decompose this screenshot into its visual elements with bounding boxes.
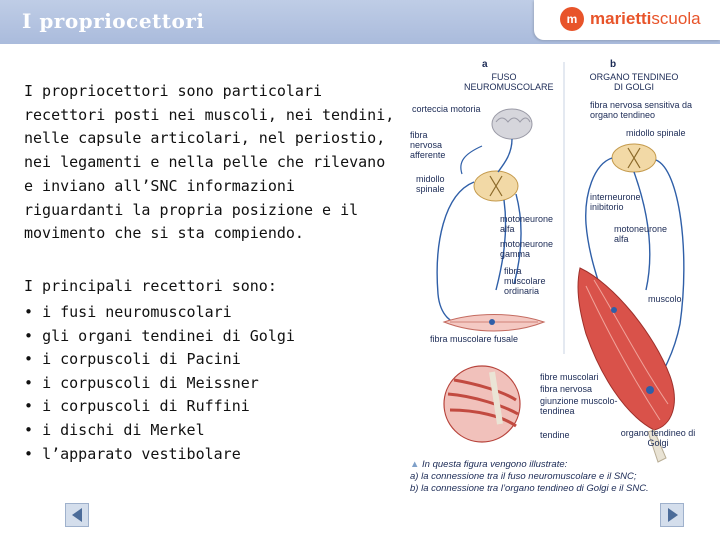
list-item: i corpuscoli di Meissner <box>24 372 295 396</box>
label-tendine: tendine <box>540 430 570 440</box>
muscle-detail-drawing <box>443 365 521 443</box>
label-fibra-fusale: fibra muscolare fusale <box>430 334 519 344</box>
previous-slide-button[interactable] <box>65 503 89 527</box>
label-fibre-muscolari: fibre muscolari <box>540 372 599 382</box>
label-giunzione: giunzione muscolo-tendinea <box>540 396 618 416</box>
intro-paragraph: I propriocettori sono particolari recett… <box>24 82 395 243</box>
panel-b-letter: b <box>610 59 617 70</box>
list-item: i corpuscoli di Pacini <box>24 348 295 372</box>
list-item: i corpuscoli di Ruffini <box>24 395 295 419</box>
logo-name-bold: marietti <box>590 9 652 28</box>
next-slide-button[interactable] <box>660 503 684 527</box>
list-item: i dischi di Merkel <box>24 419 295 443</box>
caption-line-3: b) la connessione tra l’organo tendineo … <box>410 483 649 494</box>
label-motoneurone-alfa-b: motoneurone alfa <box>614 224 668 244</box>
publisher-logo: m mariettiscuola <box>534 0 720 40</box>
label-fibra-sensitiva: fibra nervosa sensitiva da organo tendin… <box>590 100 693 120</box>
page-title: I propriocettori <box>22 9 205 33</box>
list-item: l’apparato vestibolare <box>24 443 295 467</box>
header-bar: I propriocettori m mariettiscuola <box>0 0 720 44</box>
receptor-list: i fusi neuromuscolari gli organi tendine… <box>24 301 295 466</box>
proprioceptor-figure: a FUSO NEUROMUSCOLARE b ORGANO TENDINEO … <box>404 54 698 502</box>
list-item: gli organi tendinei di Golgi <box>24 325 295 349</box>
label-motoneurone-alfa: motoneurone alfa <box>500 214 554 234</box>
panel-b-title: ORGANO TENDINEO DI GOLGI <box>589 72 679 92</box>
anatomy-illustration <box>436 62 685 463</box>
marietti-logo-icon: m <box>560 7 584 31</box>
logo-text: mariettiscuola <box>590 9 701 29</box>
label-fibra-nervosa: fibra nervosa <box>540 384 593 394</box>
logo-name-light: scuola <box>651 9 701 28</box>
panel-a-title: FUSO NEUROMUSCOLARE <box>464 72 554 92</box>
label-fibra-afferente: fibra nervosa afferente <box>410 130 446 160</box>
list-item: i fusi neuromuscolari <box>24 301 295 325</box>
label-corteccia: corteccia motoria <box>412 104 481 114</box>
caption-line-2: a) la connessione tra il fuso neuromusco… <box>410 471 637 482</box>
label-midollo-a: midollo spinale <box>416 174 445 194</box>
label-interneurone: interneurone inibitorio <box>590 192 641 212</box>
previous-slide-arrow-icon <box>72 508 82 522</box>
tendon-drawing <box>647 429 667 463</box>
label-midollo-b: midollo spinale <box>626 128 686 138</box>
label-motoneurone-gamma: motoneurone gamma <box>500 239 554 259</box>
figure-caption: ▲ In questa figura vengono illustrate: a… <box>410 459 695 495</box>
label-organo-tendineo: organo tendineo di Golgi <box>620 428 696 448</box>
label-fibra-ordinaria: fibra muscolare ordinaria <box>504 266 546 296</box>
caption-triangle-icon: ▲ <box>410 459 420 470</box>
panel-a-letter: a <box>482 59 488 70</box>
next-slide-arrow-icon <box>668 508 678 522</box>
list-intro: I principali recettori sono: <box>24 277 277 295</box>
caption-line-1: In questa figura vengono illustrate: <box>422 459 568 470</box>
label-muscolo: muscolo <box>648 294 682 304</box>
brain-drawing <box>491 108 533 140</box>
